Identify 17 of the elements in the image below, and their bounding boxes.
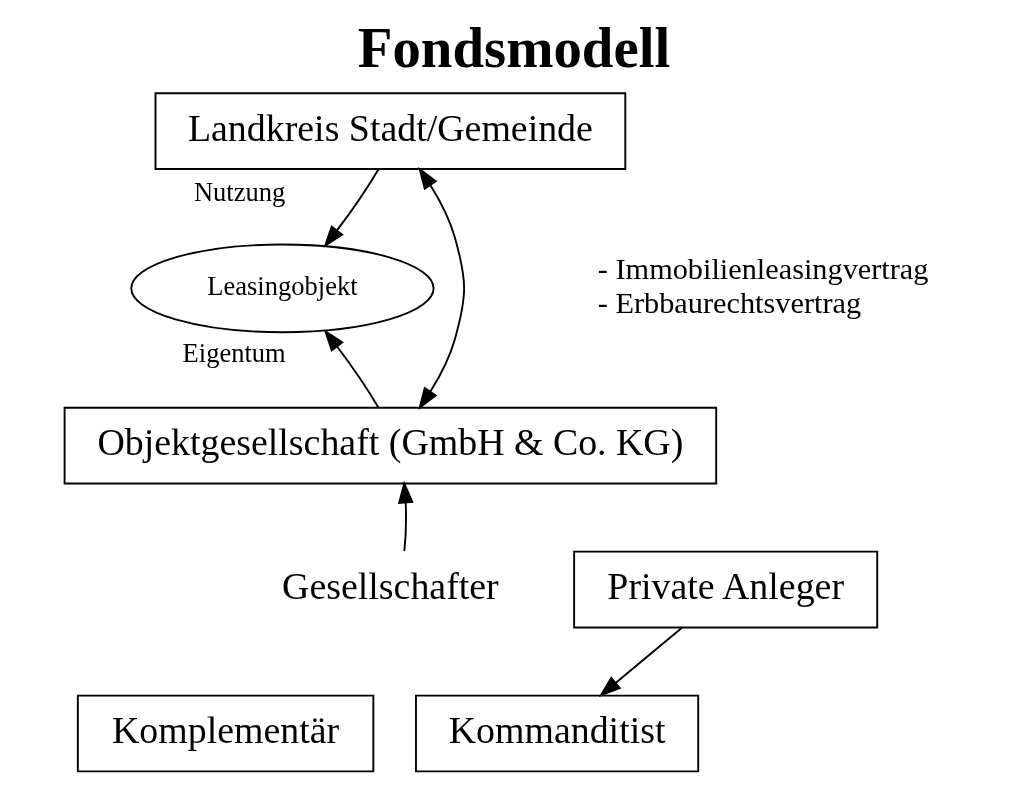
node-box: Kommanditist <box>414 694 699 773</box>
node-text: Gesellschafter <box>281 565 499 608</box>
arrow <box>323 168 379 248</box>
node-box: Landkreis Stadt/Gemeinde <box>154 92 626 170</box>
node-box: Private Anleger <box>572 550 878 629</box>
arrow <box>323 329 379 409</box>
arrow <box>417 166 465 410</box>
edge-label: Eigentum <box>182 337 286 368</box>
node-box: Objektgesellschaft (GmbH & Co. KG) <box>63 406 717 485</box>
node-box: Komplementär <box>76 694 374 773</box>
arrow <box>598 626 683 697</box>
node-ellipse: Leasingobjekt <box>129 243 435 334</box>
label: - Erbbaurechtsvertrag <box>597 285 861 320</box>
label: - Immobilienleasingvertrag <box>597 251 928 286</box>
arrow <box>397 480 414 553</box>
diagram-title: Fondsmodell <box>357 15 670 79</box>
edge-label: Nutzung <box>193 176 285 207</box>
